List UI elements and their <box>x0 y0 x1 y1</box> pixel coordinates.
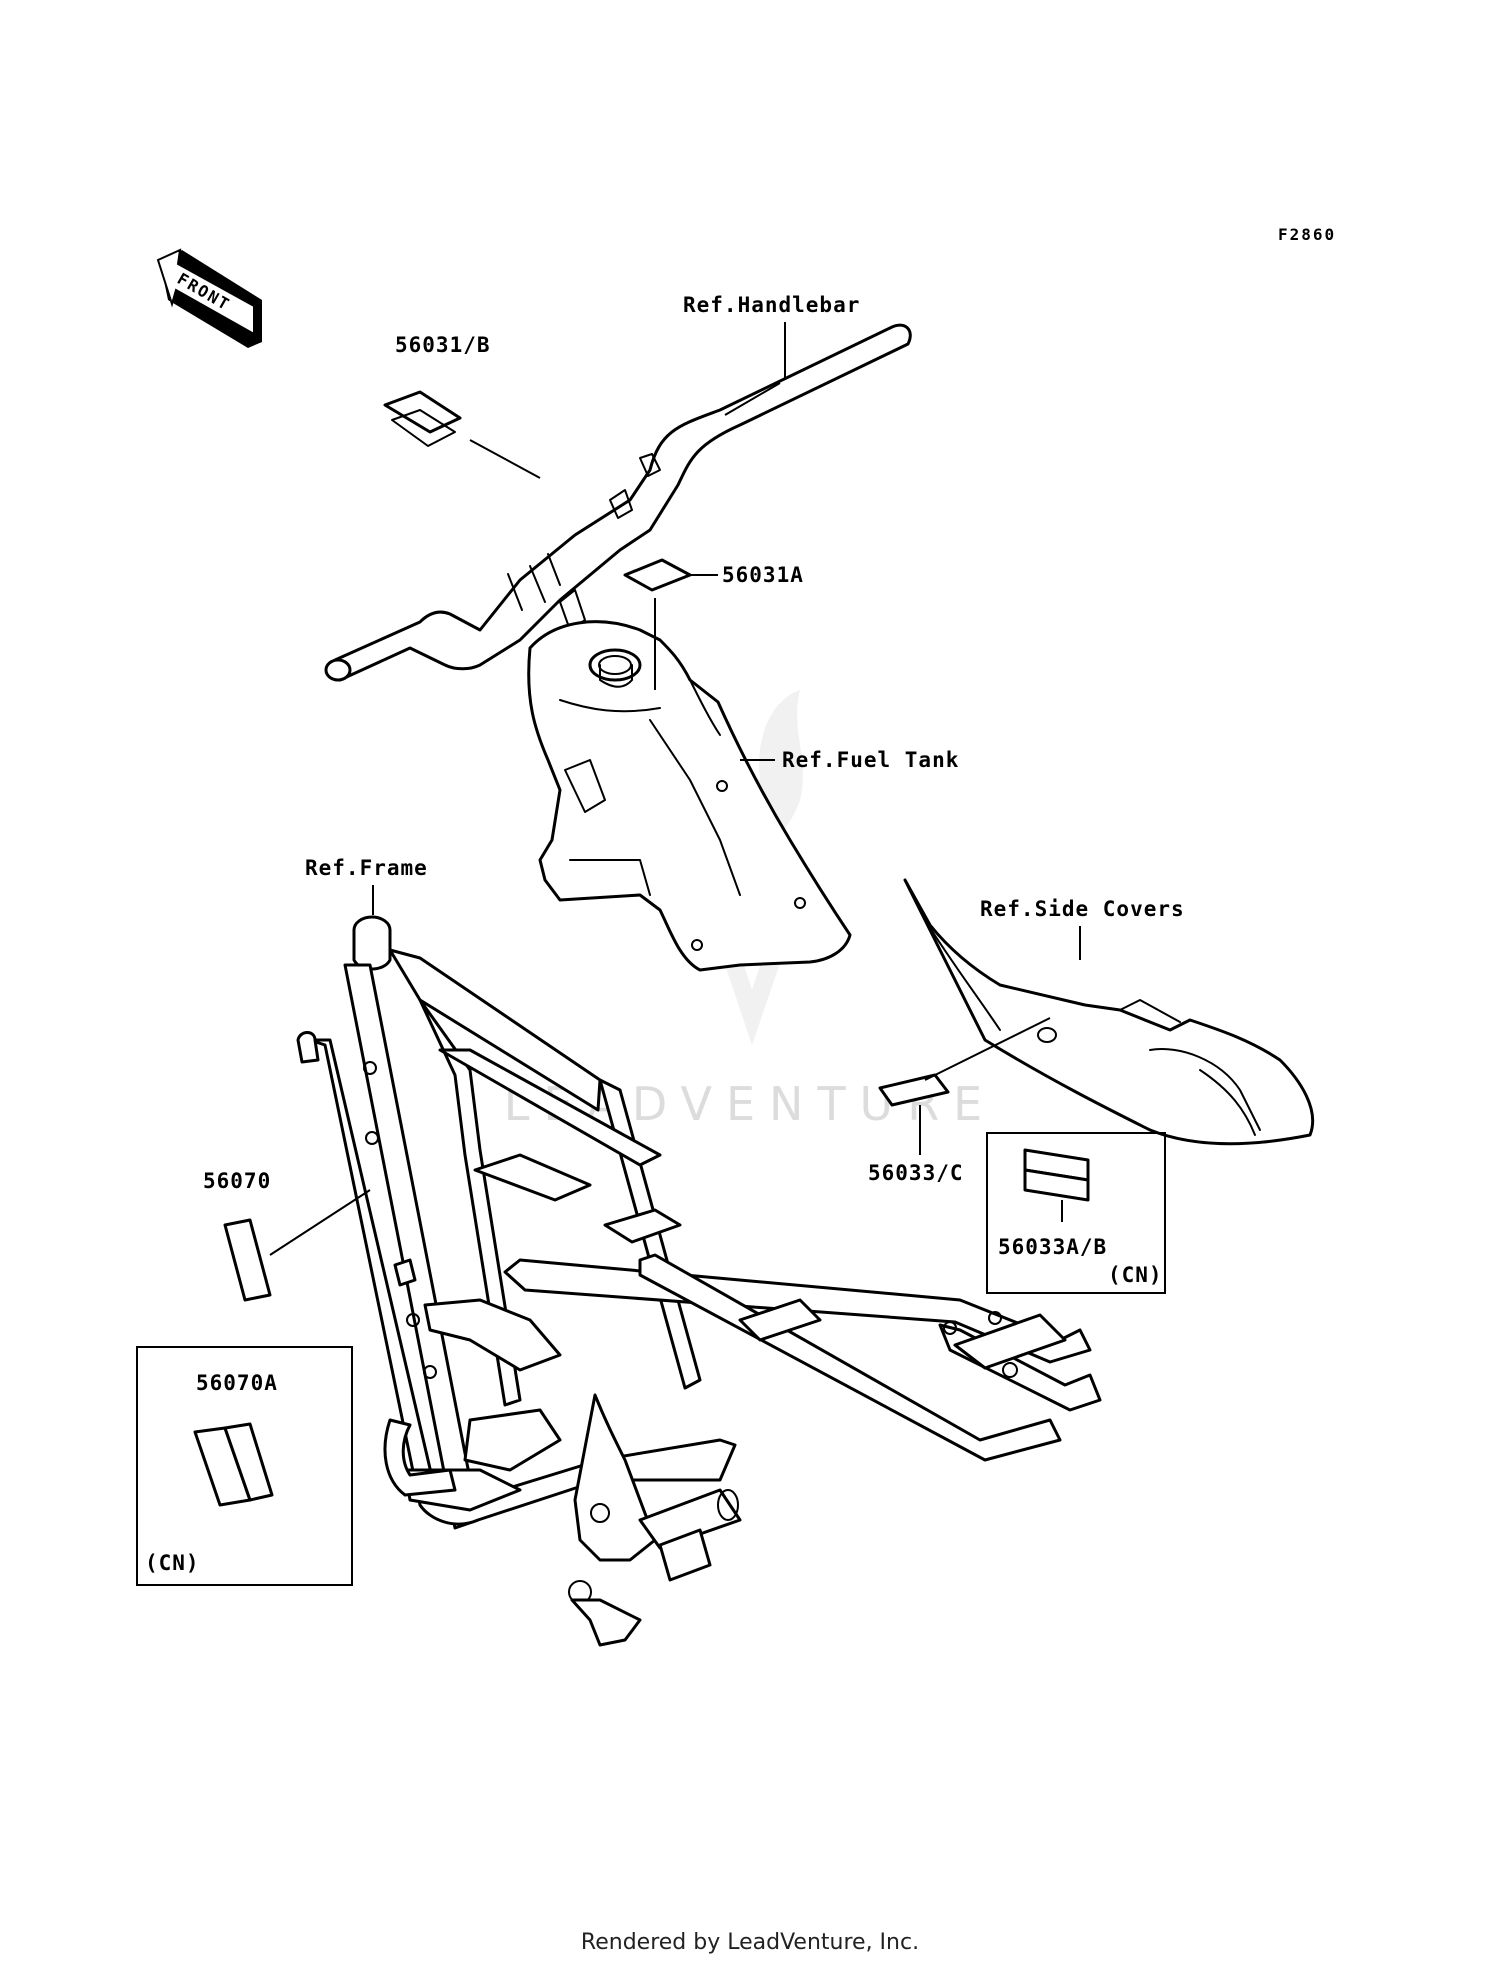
decal-56033b-icon <box>1023 1168 1090 1202</box>
decal-56031b-leader <box>469 439 541 479</box>
decal-56031a-icon <box>623 558 692 592</box>
part-56033ab-box <box>986 1132 1166 1294</box>
decal-56070a-right-icon <box>223 1422 274 1502</box>
part-56031b-label: 56031/B <box>395 333 491 357</box>
side-cover-drawing <box>903 878 1315 1146</box>
cn-variant-56070a: (CN) <box>145 1551 200 1575</box>
footer-credit: Rendered by LeadVenture, Inc. <box>580 1930 920 1955</box>
part-56033ab-label: 56033A/B <box>998 1235 1107 1259</box>
decal-56031b-back-icon <box>391 409 456 447</box>
decal-56033c-leader <box>924 1017 1051 1081</box>
ref-handlebar-label: Ref.Handlebar <box>683 293 860 317</box>
front-direction-arrow-icon: FRONT <box>156 248 262 348</box>
decal-56070-icon <box>223 1218 272 1302</box>
cn-variant-56033ab: (CN) <box>1108 1263 1163 1287</box>
decal-56070-leader <box>269 1189 371 1256</box>
handlebar-drawing <box>324 323 912 682</box>
figure-code: F2860 <box>1278 225 1336 244</box>
frame-drawing <box>296 915 1102 1647</box>
ref-side-covers-label: Ref.Side Covers <box>980 897 1185 921</box>
part-56070a-box <box>136 1346 353 1586</box>
part-56031a-label: 56031A <box>722 563 804 587</box>
ref-frame-label: Ref.Frame <box>305 856 428 880</box>
fuel-tank-drawing <box>527 620 852 972</box>
decal-56033c-icon <box>878 1073 950 1107</box>
handlebar-leader-line <box>724 382 781 416</box>
part-56070-label: 56070 <box>203 1169 271 1193</box>
ref-fuel-tank-label: Ref.Fuel Tank <box>782 748 959 772</box>
part-56070a-label: 56070A <box>196 1371 278 1395</box>
part-56033c-label: 56033/C <box>868 1161 964 1185</box>
